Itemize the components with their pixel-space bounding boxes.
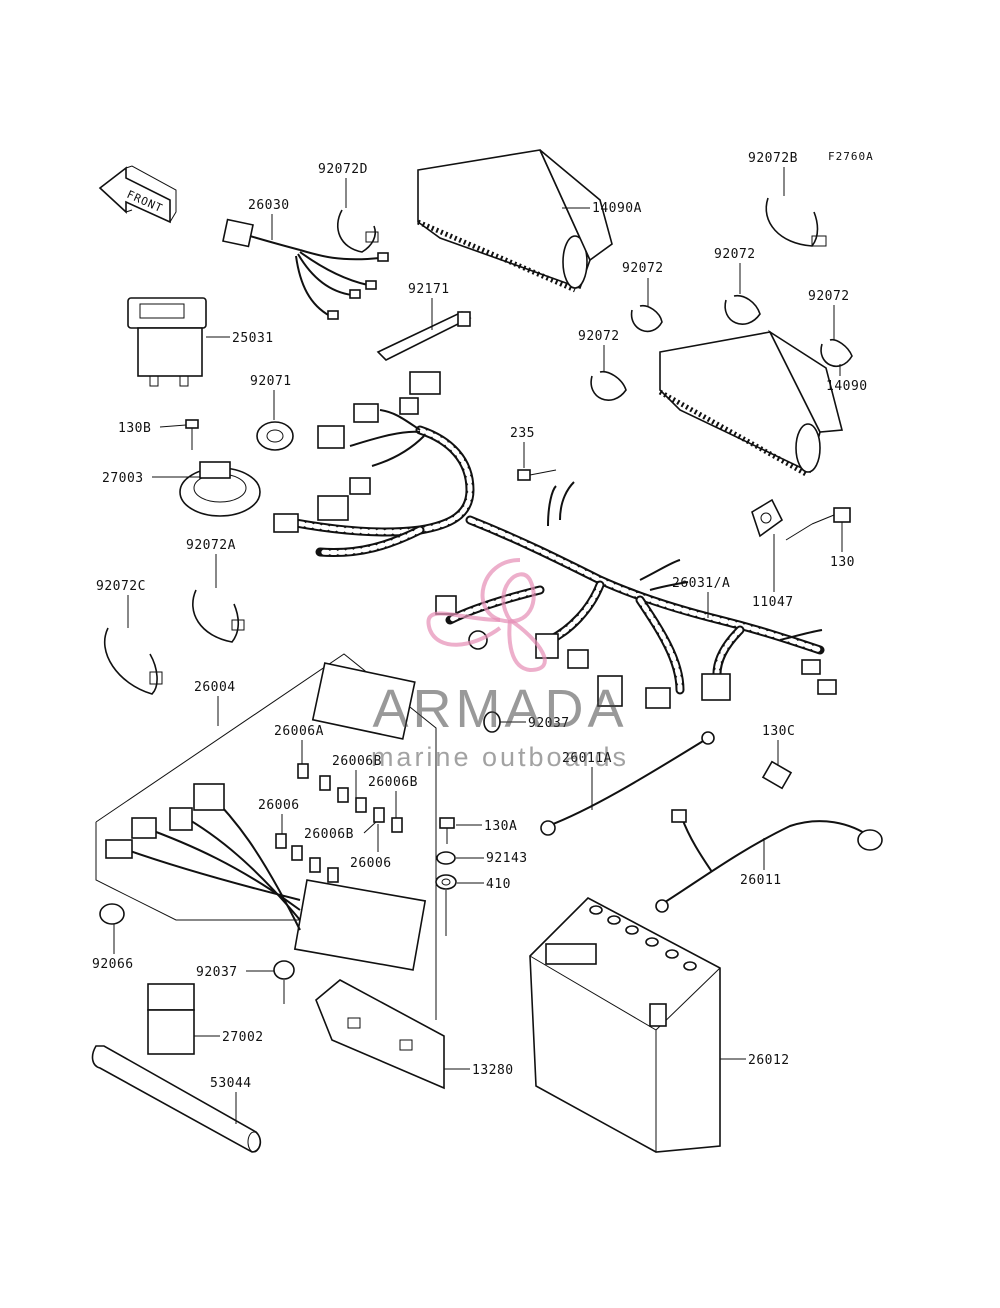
callouts: 92072D 26030 14090A 92072B 92072 92072 9…: [92, 151, 868, 1124]
cover-14090A: [417, 149, 613, 293]
fuse-panel-26004: [95, 653, 437, 1020]
clamp-92037-upper: [483, 711, 501, 733]
part-label-130C: 130C: [762, 724, 795, 739]
hour-meter-25031: [127, 297, 207, 387]
part-label-92072-b: 92072: [714, 247, 756, 262]
bolt-130A: [439, 817, 455, 844]
part-label-14090A: 14090A: [592, 201, 642, 216]
part-label-92072-a: 92072: [622, 261, 664, 276]
part-label-410: 410: [486, 877, 511, 892]
part-label-26004: 26004: [194, 680, 236, 695]
part-label-92037-upper: 92037: [528, 716, 570, 731]
washer-410: [435, 874, 457, 890]
part-label-92066: 92066: [92, 957, 134, 972]
part-label-25031: 25031: [232, 331, 274, 346]
part-label-14090: 14090: [826, 379, 868, 394]
grommet-92071: [256, 421, 294, 451]
clip-92072-a: [630, 304, 663, 333]
relay-27002: [147, 983, 195, 1055]
part-label-26006-1: 26006: [258, 798, 300, 813]
cover-14090: [658, 329, 844, 477]
part-label-130B: 130B: [118, 421, 151, 436]
washer-92143: [436, 851, 456, 865]
part-label-27002: 27002: [222, 1030, 264, 1045]
part-label-92072-d: 92072: [578, 329, 620, 344]
part-label-130: 130: [830, 555, 855, 570]
plate-11047: [751, 498, 784, 538]
figure-code-group: F2760A: [828, 150, 874, 163]
part-label-235: 235: [510, 426, 535, 441]
screw-235: [517, 469, 557, 481]
strap-92072A: [192, 589, 245, 643]
part-label-26030: 26030: [248, 198, 290, 213]
part-label-92072C: 92072C: [96, 579, 146, 594]
bracket-92171: [376, 311, 472, 361]
part-label-26006-2: 26006: [350, 856, 392, 871]
part-label-26006A: 26006A: [274, 724, 324, 739]
sub-harness-26030: [222, 218, 389, 320]
fuse-set: [275, 763, 403, 883]
part-label-92143: 92143: [486, 851, 528, 866]
clamp-92037-lower: [273, 960, 295, 980]
part-label-130A: 130A: [484, 819, 517, 834]
strap-92072C: [103, 627, 163, 695]
strap-92072B: [765, 197, 827, 247]
part-label-13280: 13280: [472, 1063, 514, 1078]
part-label-26006B-1: 26006B: [332, 754, 382, 769]
cable-26011A: [540, 731, 715, 836]
part-label-26011A: 26011A: [562, 751, 612, 766]
part-label-92072B: 92072B: [748, 151, 798, 166]
part-label-26012: 26012: [748, 1053, 790, 1068]
tube-53044: [91, 1045, 262, 1153]
part-label-92071: 92071: [250, 374, 292, 389]
battery-26012: [529, 897, 721, 1153]
armada-logo-icon: [426, 558, 547, 673]
bolt-130: [785, 507, 851, 541]
part-label-27003: 27003: [102, 471, 144, 486]
front-arrow: FRONT: [98, 165, 177, 224]
part-label-92072-c: 92072: [808, 289, 850, 304]
part-label-26031A: 26031/A: [672, 576, 730, 591]
part-label-92037-lower: 92037: [196, 965, 238, 980]
main-harness-26031A: [273, 371, 837, 709]
part-label-26011: 26011: [740, 873, 782, 888]
bracket-13280: [283, 979, 445, 1090]
clip-92072-d: [820, 338, 853, 368]
part-label-26006B-2: 26006B: [368, 775, 418, 790]
part-label-11047: 11047: [752, 595, 794, 610]
strap-92072D: [337, 209, 379, 253]
part-label-92072D: 92072D: [318, 162, 368, 177]
figure-code: F2760A: [828, 150, 874, 163]
battery-caps: [589, 905, 697, 971]
part-label-92072A: 92072A: [186, 538, 236, 553]
clip-92072-b: [724, 294, 761, 325]
part-label-26006B-3: 26006B: [304, 827, 354, 842]
bolt-130C: [761, 760, 793, 790]
part-label-53044: 53044: [210, 1076, 252, 1091]
grommet-92066: [99, 903, 125, 925]
part-label-92171: 92171: [408, 282, 450, 297]
cable-26011: [655, 809, 883, 913]
horn-27003: [179, 419, 261, 517]
clip-92072-c: [590, 370, 627, 401]
